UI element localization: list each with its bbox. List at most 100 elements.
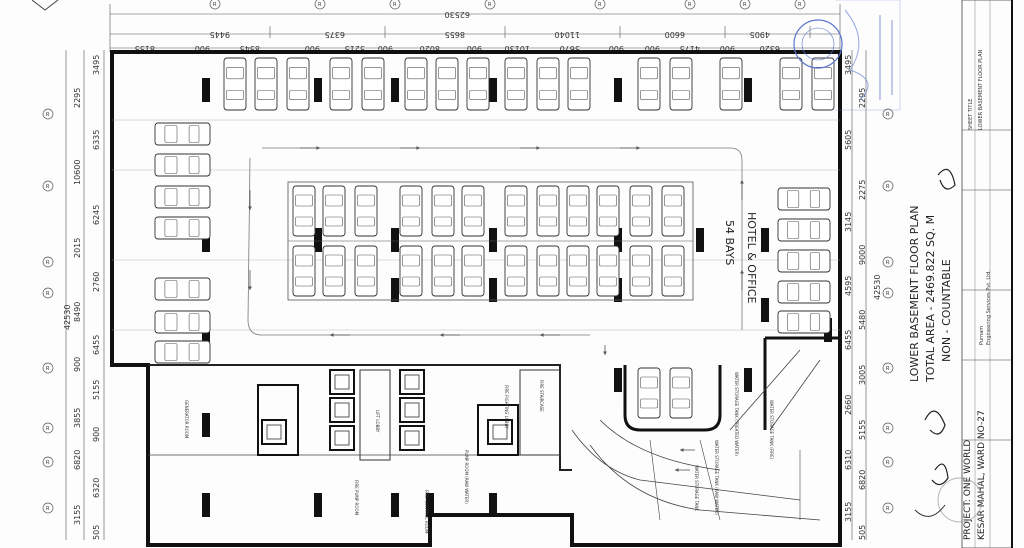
car-bay <box>466 57 490 111</box>
water-tank-fire-label: WATER STORAGE TANK (FIRE) <box>769 400 774 460</box>
grid-bubble-label: R <box>488 2 492 8</box>
left-dim-label: 900 <box>73 357 82 372</box>
top-dim-label: 6320 <box>760 44 780 53</box>
grid-bubble-label: R <box>886 112 890 118</box>
grid-bubble <box>42 287 54 299</box>
column <box>744 78 752 102</box>
grid-bubble-label: R <box>46 426 50 432</box>
top-dim-label: 4175 <box>680 44 700 53</box>
car-bay <box>154 153 211 177</box>
grid-bubble <box>314 0 326 10</box>
car-bay <box>154 310 211 334</box>
column <box>696 228 704 252</box>
grid-bubble <box>882 256 894 268</box>
grid-bubble <box>42 180 54 192</box>
right-dims: 3495229556052275314590004595548064553005… <box>844 55 867 540</box>
top-dim-label: 900 <box>195 44 210 53</box>
car-bay <box>536 185 560 237</box>
grid-bubble <box>42 422 54 434</box>
top-dim-label: 5215 <box>345 44 365 53</box>
column <box>314 78 322 102</box>
grid-bubble-label: R <box>46 366 50 372</box>
column <box>614 228 622 252</box>
left-dim-label: 6320 <box>92 478 101 498</box>
car-bay <box>669 57 693 111</box>
direction-arrow <box>620 146 640 150</box>
top-dim-label: 9445 <box>210 30 230 39</box>
column <box>761 228 769 252</box>
right-dim-label: 5605 <box>844 130 853 150</box>
lift-car <box>399 369 425 395</box>
structural-columns <box>202 78 832 517</box>
grid-bubble <box>484 0 496 10</box>
car-bay <box>461 245 485 297</box>
ramp-area <box>571 336 840 521</box>
car-bay <box>779 57 803 111</box>
column <box>489 278 497 302</box>
column <box>202 413 210 437</box>
grid-bubble <box>882 287 894 299</box>
grid-bubble-label: R <box>886 291 890 297</box>
top-dim-label: 4905 <box>750 30 770 39</box>
bays-count-label: 54 BAYS <box>723 220 736 265</box>
top-dim-label: 6375 <box>325 30 345 39</box>
car-bay <box>223 57 247 111</box>
water-tank-label: WATER STORAGE TANK <box>694 465 699 511</box>
grid-bubble <box>882 456 894 468</box>
car-bay <box>154 216 211 240</box>
car-bay <box>777 187 831 211</box>
grid-bubble <box>882 108 894 120</box>
project-location: KESAR MAHAL, WARD NO-27 <box>977 410 987 540</box>
column <box>614 368 622 392</box>
car-bay <box>661 185 685 237</box>
grid-bubble-label: R <box>46 260 50 266</box>
car-bay <box>629 185 653 237</box>
right-dim-label: 2275 <box>858 180 867 200</box>
direction-arrow <box>603 345 607 355</box>
direction-arrow <box>740 180 744 200</box>
right-dim-label: 5155 <box>858 420 867 440</box>
car-bay <box>567 57 591 111</box>
left-dim-label: 3155 <box>73 505 82 525</box>
car-bay <box>399 185 423 237</box>
sheet-title-label: SHEET TITLE <box>968 99 974 130</box>
left-dim-label: 5155 <box>92 380 101 400</box>
top-dim-label: 8655 <box>445 30 465 39</box>
right-dim-label: 505 <box>858 525 867 540</box>
left-dim-label: 505 <box>92 525 101 540</box>
left-dim-label: 10600 <box>73 160 82 185</box>
column <box>391 78 399 102</box>
column <box>391 493 399 517</box>
grid-bubble-label: R <box>46 506 50 512</box>
car-bay <box>596 245 620 297</box>
lift-car <box>329 425 355 451</box>
car-bay <box>399 245 423 297</box>
column <box>314 228 322 252</box>
sheet-title-value: LOWER BASEMENT FLOOR PLAN <box>978 49 984 130</box>
left-dim-label: 6335 <box>92 130 101 150</box>
right-total-dimension: 42530 <box>873 275 882 300</box>
car-bay <box>154 122 211 146</box>
car-bay <box>566 185 590 237</box>
grid-bubble-label: R <box>46 460 50 466</box>
grid-bubble-label: R <box>213 2 217 8</box>
right-dim-label: 3005 <box>858 365 867 385</box>
column <box>426 493 434 517</box>
top-dim-label: 8020 <box>420 44 440 53</box>
grid-bubble-label: R <box>318 2 322 8</box>
grid-bubble-label: R <box>798 2 802 8</box>
car-bay <box>292 185 316 237</box>
car-bay <box>354 245 378 297</box>
right-dim-label: 6455 <box>844 330 853 350</box>
lift-lobby-label: LIFT LOBBY <box>375 410 380 433</box>
fire-pump-room-label: FIRE PUMP ROOM <box>354 480 359 516</box>
column <box>489 78 497 102</box>
direction-arrow <box>520 146 540 150</box>
column <box>614 78 622 102</box>
grid-bubble <box>739 0 751 10</box>
grid-bubble-label: R <box>886 426 890 432</box>
car-bay <box>777 310 831 334</box>
